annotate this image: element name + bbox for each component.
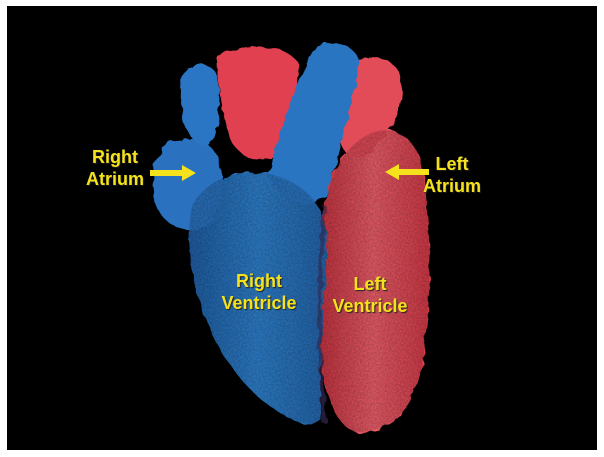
photo-frame: Right Atrium Left Atrium Right Ventricle… bbox=[7, 6, 597, 450]
right-ventricle-label: Right Ventricle bbox=[203, 270, 315, 314]
left-ventricle-label: Left Ventricle bbox=[317, 273, 423, 317]
vena-cava-shape bbox=[181, 65, 219, 146]
right-atrium-label: Right Atrium bbox=[70, 146, 160, 190]
left-atrium-label: Left Atrium bbox=[412, 153, 492, 197]
heart-model-image bbox=[7, 6, 597, 450]
